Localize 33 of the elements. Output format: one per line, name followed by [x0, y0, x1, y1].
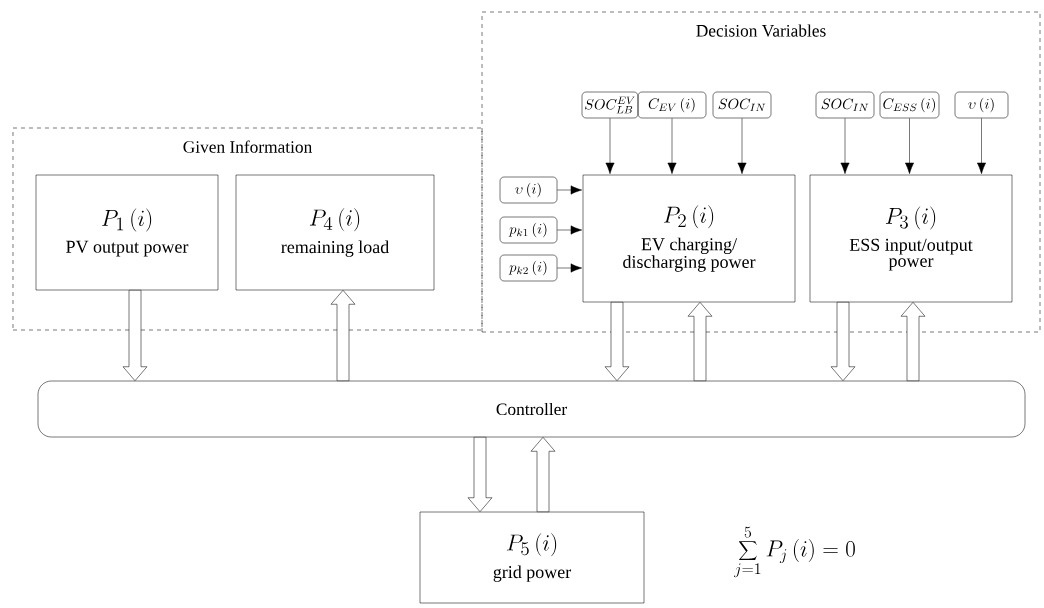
arrow [557, 225, 582, 235]
block-arrow [687, 302, 713, 381]
input-box: $SOC_{LB}^{EV}$ [581, 91, 639, 119]
block-arrow [530, 437, 556, 512]
input-box: $p_{k1}\left(i\right)$ [499, 216, 558, 244]
process-box: $P_{2}\left(i\right)$ EV charging/ discharging power [582, 174, 796, 303]
arrow [557, 263, 582, 273]
block-arrow [467, 437, 493, 512]
input-box: $SOC_{IN}$ [712, 91, 772, 119]
formula: $\sum_{j=1}^{5}P_{j}\left(i\right)=0$ [734, 526, 855, 578]
process-box: $P_{5}\left(i\right)$ grid power [419, 511, 645, 604]
controller-box: Controller [37, 380, 1026, 438]
input-box: $C_{EV}\left(i\right)$ [637, 91, 707, 119]
input-box: $C_{ESS}\left(i\right)$ [879, 91, 940, 119]
block-arrow [900, 302, 926, 381]
process-box: $P_{1}\left(i\right)$ PV output power [35, 174, 219, 291]
arrow [905, 118, 914, 174]
block-arrow [122, 290, 148, 381]
arrow [840, 118, 850, 174]
arrow [977, 118, 986, 174]
input-box: $p_{k2}\left(i\right)$ [499, 254, 558, 282]
arrow [557, 185, 582, 195]
arrow [605, 118, 615, 174]
input-box: $\upsilon\left(i\right)$ [954, 91, 1009, 119]
input-box: $\upsilon\left(i\right)$ [499, 176, 558, 204]
input-box: $SOC_{IN}$ [815, 91, 875, 119]
block-arrow [330, 290, 356, 381]
arrow [737, 118, 747, 174]
arrow [667, 118, 677, 174]
process-box: $P_{3}\left(i\right)$ ESS input/output power [809, 174, 1013, 303]
process-box: $P_{4}\left(i\right)$ remaining load [235, 174, 435, 291]
block-arrow [830, 302, 856, 381]
block-arrow [604, 302, 630, 381]
